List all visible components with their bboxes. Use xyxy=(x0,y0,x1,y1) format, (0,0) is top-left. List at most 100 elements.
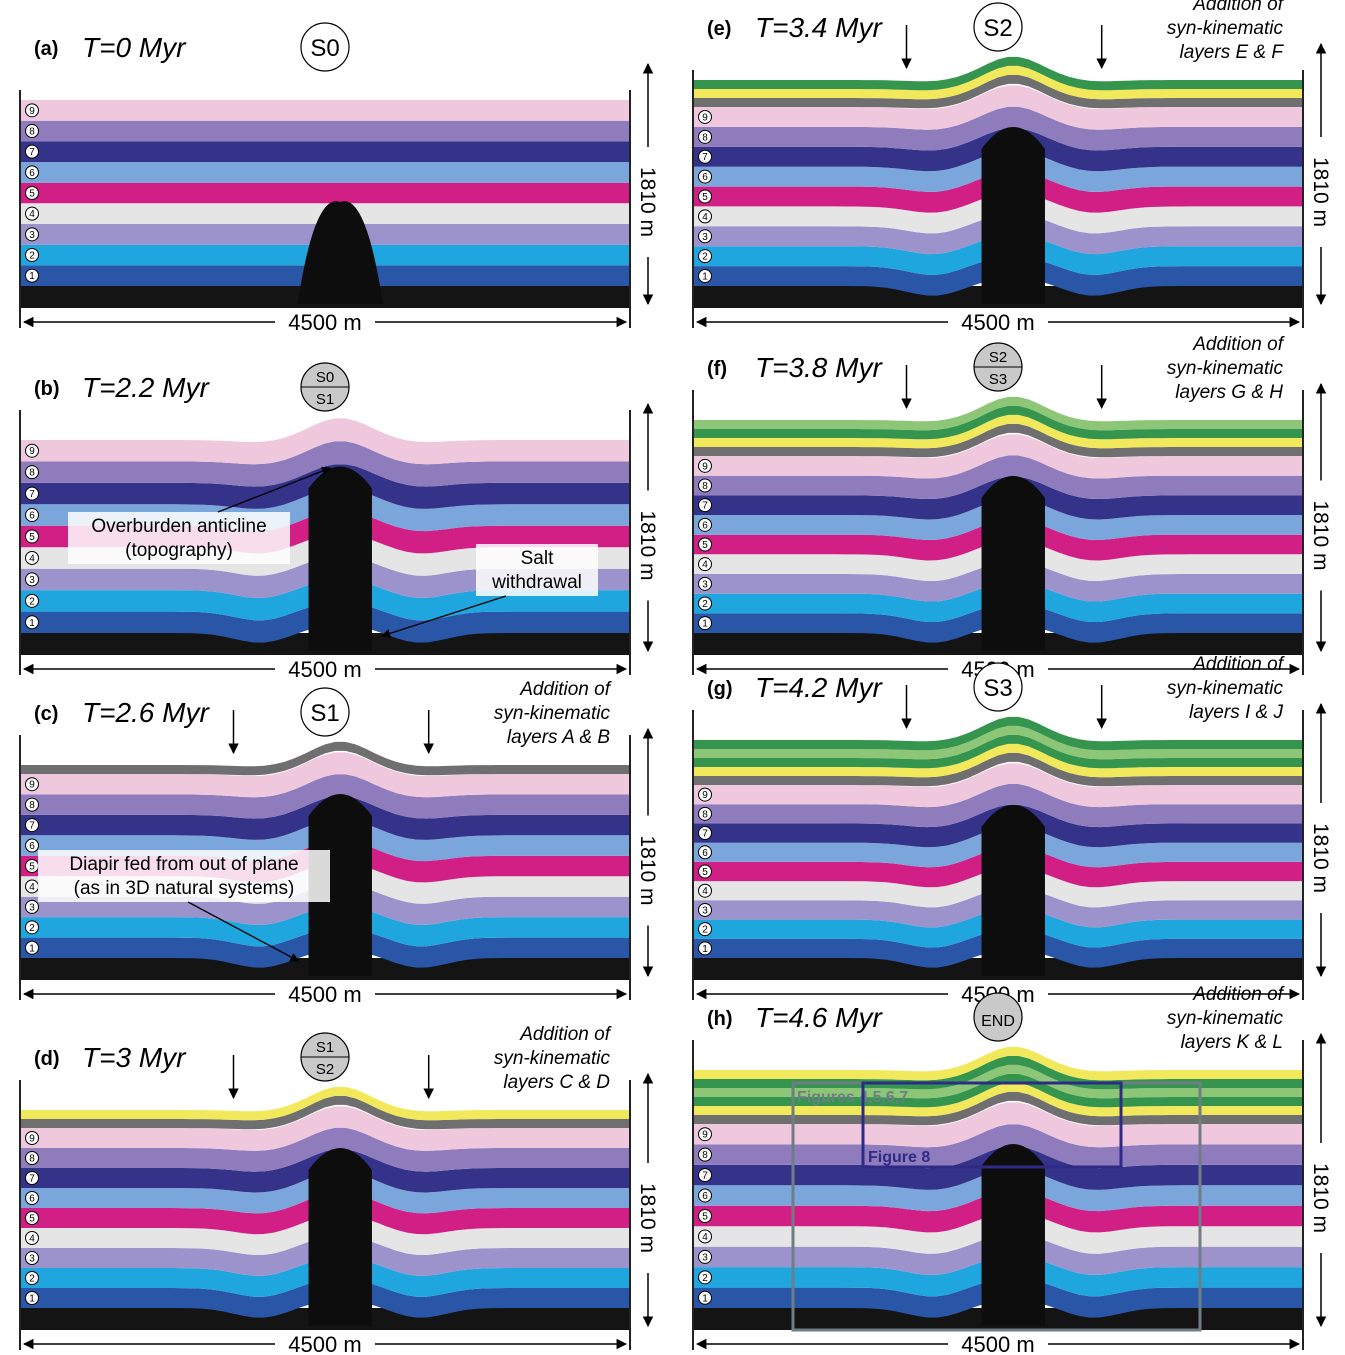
layer-number: 9 xyxy=(702,112,708,123)
layer-number: 5 xyxy=(702,867,708,878)
layer-number-circle xyxy=(25,920,39,935)
layer-number: 6 xyxy=(29,168,35,179)
layer-number: 7 xyxy=(702,501,708,512)
stage-label: S2 xyxy=(983,15,1012,42)
salt-diapir xyxy=(308,1147,372,1326)
layer-number: 2 xyxy=(29,251,35,262)
layer-number: 6 xyxy=(702,172,708,183)
diapir-fed-label-bg xyxy=(38,850,330,902)
layer-number-circle xyxy=(25,899,39,914)
layer-number-circle xyxy=(698,229,712,244)
syn-layer xyxy=(693,405,1303,440)
layer-number: 8 xyxy=(702,809,708,820)
layer-number: 6 xyxy=(702,1191,708,1202)
panel-time: T=0 Myr xyxy=(82,32,187,63)
layer-number-circle xyxy=(25,1191,39,1205)
layer-number-circle xyxy=(698,209,712,224)
layer-number-circle xyxy=(698,498,712,513)
stage-upper: S1 xyxy=(316,1039,334,1056)
layer-number: 7 xyxy=(29,821,35,832)
layer-number: 3 xyxy=(29,902,35,913)
addition-text: layers G & H xyxy=(1175,382,1283,403)
overburden-anticline-label-leader xyxy=(217,466,332,513)
layer-number: 4 xyxy=(29,882,35,893)
syn-layer xyxy=(693,743,1303,778)
layer-number-circle xyxy=(698,864,712,879)
syn-layer xyxy=(693,423,1303,458)
layer-9 xyxy=(20,100,630,121)
addition-text: layers K & L xyxy=(1181,1032,1283,1053)
layer-number: 1 xyxy=(702,272,708,283)
layer-number: 7 xyxy=(702,829,708,840)
layer-number-circle xyxy=(698,1290,712,1305)
layer-number-circle xyxy=(698,787,712,802)
layer-number-circle xyxy=(25,1131,39,1145)
layer-number-circle xyxy=(698,169,712,184)
layer-number-circle xyxy=(25,1291,39,1305)
layer-number: 5 xyxy=(29,189,35,200)
layer-number: 5 xyxy=(29,532,35,543)
layer-number-circle xyxy=(25,103,39,118)
layer-number-circle xyxy=(25,1151,39,1165)
layer-number: 5 xyxy=(29,862,35,873)
syn-layer xyxy=(693,1046,1303,1081)
layer-number-circle xyxy=(698,458,712,473)
layer-5 xyxy=(20,182,630,204)
layer-8 xyxy=(20,1127,630,1172)
layer-8 xyxy=(20,441,630,487)
layer-6 xyxy=(20,162,630,183)
layer-number: 5 xyxy=(702,540,708,551)
layer-number: 8 xyxy=(29,1154,35,1165)
syn-layer xyxy=(20,741,630,776)
salt-diapir xyxy=(981,1144,1045,1326)
layer-number: 6 xyxy=(702,520,708,531)
layer-number: 5 xyxy=(702,1212,708,1223)
addition-text: Addition of xyxy=(1192,654,1285,675)
syn-layer xyxy=(693,752,1303,787)
stage-marker xyxy=(973,2,1023,52)
layer-number-circle xyxy=(698,806,712,821)
layer-number: 8 xyxy=(702,132,708,143)
layer-number-circle xyxy=(25,124,39,138)
syn-layer xyxy=(693,725,1303,760)
syn-layer xyxy=(693,396,1303,431)
layer-number-circle xyxy=(698,249,712,264)
height-label: 1810 m xyxy=(636,510,659,580)
salt-diapir xyxy=(308,794,372,976)
layer-number-circle xyxy=(698,517,712,532)
layer-number: 2 xyxy=(29,596,35,607)
addition-text: layers C & D xyxy=(503,1072,610,1093)
layer-number: 6 xyxy=(29,1194,35,1205)
addition-text: syn-kinematic xyxy=(1167,358,1284,379)
layer-number-circle xyxy=(698,902,712,917)
layer-number-circle xyxy=(25,206,39,221)
salt-diapir xyxy=(297,201,383,304)
layer-number-circle xyxy=(698,109,712,124)
diapir-fed-label: Diapir fed from out of plane xyxy=(69,854,298,875)
layer-9 xyxy=(20,1106,630,1151)
layer-number-circle xyxy=(25,550,39,565)
stage-upper: S2 xyxy=(989,349,1007,366)
layer-number-circle xyxy=(25,593,39,608)
layer-number-circle xyxy=(25,227,39,242)
syn-layer xyxy=(20,1095,630,1130)
layer-number: 7 xyxy=(29,489,35,500)
height-label: 1810 m xyxy=(1309,823,1332,893)
syn-layer xyxy=(693,1091,1303,1126)
layer-number: 8 xyxy=(29,127,35,138)
layer-number-circle xyxy=(698,1127,712,1142)
width-label: 4500 m xyxy=(288,982,361,1007)
addition-text: layers A & B xyxy=(507,727,610,748)
overburden-anticline-label-bg xyxy=(68,512,290,564)
figure-8-box-label: Figure 8 xyxy=(868,1149,930,1166)
layer-number: 7 xyxy=(702,1171,708,1182)
syn-layer xyxy=(693,716,1303,751)
layer-8 xyxy=(20,774,630,819)
layer-number: 9 xyxy=(29,446,35,457)
syn-layer xyxy=(693,1064,1303,1099)
layer-number-circle xyxy=(698,1209,712,1223)
layer-number-circle xyxy=(25,838,39,853)
